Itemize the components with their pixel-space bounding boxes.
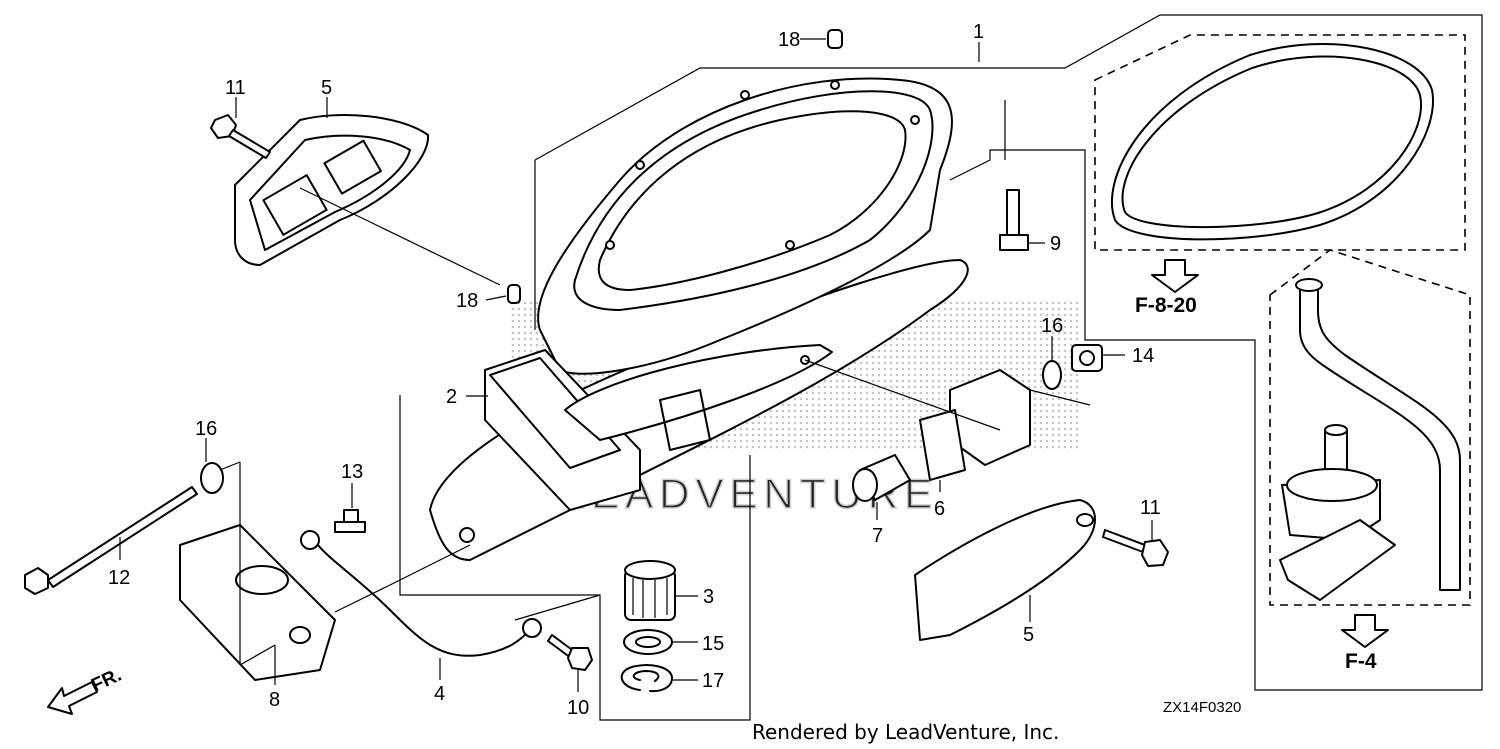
group-outline-lines — [399, 14, 1483, 721]
part-3-bearing — [624, 560, 676, 621]
label-part-3[interactable]: 3 — [703, 586, 714, 608]
label-part-14[interactable]: 14 — [1132, 345, 1154, 367]
label-part-9[interactable]: 9 — [1050, 233, 1061, 255]
part-18-pin-top — [827, 29, 843, 49]
front-direction-marker: FR. — [47, 665, 125, 715]
part-12-long-bolt — [24, 486, 198, 595]
label-part-16-right[interactable]: 16 — [1041, 315, 1063, 337]
part-7-bushing — [852, 454, 911, 502]
ref-f-4[interactable]: F-4 — [1345, 650, 1377, 673]
gasket-ref-box: F-8-20 — [1094, 34, 1466, 317]
leader-lines — [119, 38, 1153, 692]
label-part-1[interactable]: 1 — [973, 21, 984, 43]
part-5-top-cover — [234, 114, 430, 266]
part-11-bolt-top — [210, 114, 271, 159]
part-4-cable — [300, 530, 542, 657]
label-part-16-left[interactable]: 16 — [195, 418, 217, 440]
part-6-mount — [919, 369, 1031, 481]
part-18-pin-left — [507, 284, 521, 304]
credit-line: Rendered by LeadVenture, Inc. — [752, 720, 1059, 744]
label-part-11-right[interactable]: 11 — [1140, 497, 1161, 519]
label-part-5-top[interactable]: 5 — [321, 77, 332, 99]
label-part-17[interactable]: 17 — [702, 670, 724, 692]
label-part-6[interactable]: 6 — [934, 498, 945, 520]
label-part-18-top[interactable]: 18 — [778, 29, 800, 51]
part-17-snap-ring — [620, 664, 673, 693]
part-16-washer-right — [1042, 360, 1062, 390]
label-part-8[interactable]: 8 — [269, 689, 280, 711]
part-11-bolt-right — [1102, 529, 1169, 567]
part-5-bottom-cover — [914, 499, 1096, 641]
label-part-10[interactable]: 10 — [567, 697, 589, 719]
label-part-5-bottom[interactable]: 5 — [1023, 624, 1034, 646]
label-part-12[interactable]: 12 — [108, 567, 130, 589]
oil-case-housing — [429, 77, 969, 561]
part-15-washer — [623, 629, 673, 655]
diagram-code: ZX14F0320 — [1163, 699, 1241, 716]
label-part-11-top[interactable]: 11 — [225, 77, 246, 99]
f-4-arrow — [1341, 614, 1389, 648]
part-14-nut — [1071, 344, 1103, 372]
label-part-13[interactable]: 13 — [341, 461, 363, 483]
part-16-washer-left — [200, 462, 224, 494]
part-10-bolt — [547, 634, 593, 671]
part-13-screw — [334, 509, 366, 533]
part-9-bolt — [999, 189, 1029, 251]
label-part-2[interactable]: 2 — [446, 386, 457, 408]
label-part-7[interactable]: 7 — [872, 525, 883, 547]
label-part-15[interactable]: 15 — [702, 633, 724, 655]
ref-f-8-20[interactable]: F-8-20 — [1135, 294, 1197, 317]
front-arrow-icon — [47, 681, 98, 715]
label-part-4[interactable]: 4 — [434, 683, 445, 705]
label-part-18-left[interactable]: 18 — [456, 290, 478, 312]
water-pump-ref-box — [1269, 249, 1471, 606]
